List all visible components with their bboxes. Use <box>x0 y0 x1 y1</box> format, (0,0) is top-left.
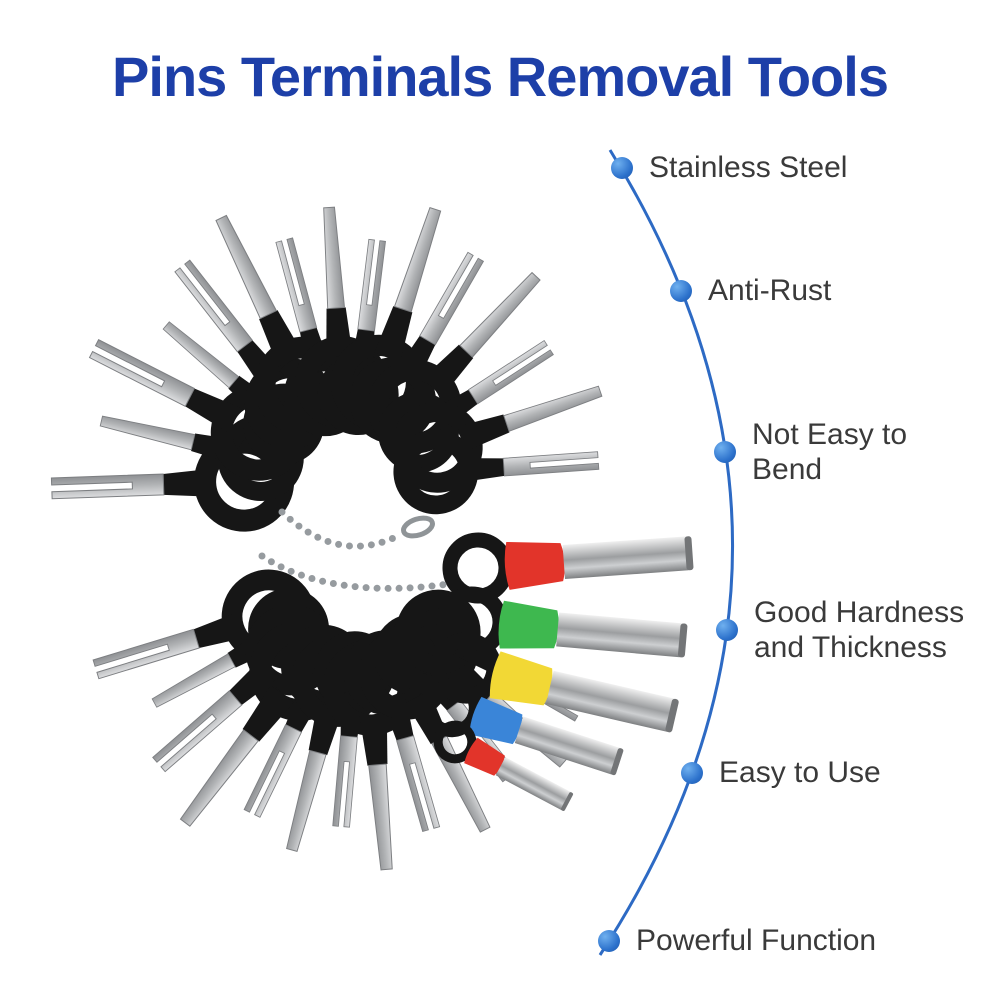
feature-label: Powerful Function <box>636 924 877 957</box>
feature-bullet-icon <box>611 156 633 179</box>
feature-label: Easy to Use <box>719 756 881 789</box>
feature-item-good-hardness: Good Hardness and Thickness <box>716 595 979 665</box>
feature-item-anti-rust: Anti-Rust <box>670 273 831 308</box>
chain-clasp <box>401 515 435 539</box>
feature-item-not-easy-to-bend: Not Easy to Bend <box>714 417 927 487</box>
page-title: Pins Terminals Removal Tools <box>112 45 889 108</box>
feature-item-easy-to-use: Easy to Use <box>681 755 881 790</box>
feature-bullet-icon <box>681 761 703 784</box>
feature-label: Not Easy to Bend <box>752 418 908 486</box>
feature-label: Anti-Rust <box>708 274 832 307</box>
feature-bullet-icon <box>670 279 692 302</box>
feature-bullet-icon <box>716 619 738 641</box>
feature-label: Stainless Steel <box>649 151 848 184</box>
feature-bullet-icon <box>714 441 736 463</box>
ball-chain <box>258 508 452 592</box>
feature-item-powerful-function: Powerful Function <box>598 923 876 958</box>
feature-bullet-icon <box>598 929 620 952</box>
feature-label: Good Hardness and Thickness <box>754 596 965 664</box>
feature-item-stainless-steel: Stainless Steel <box>611 150 847 185</box>
